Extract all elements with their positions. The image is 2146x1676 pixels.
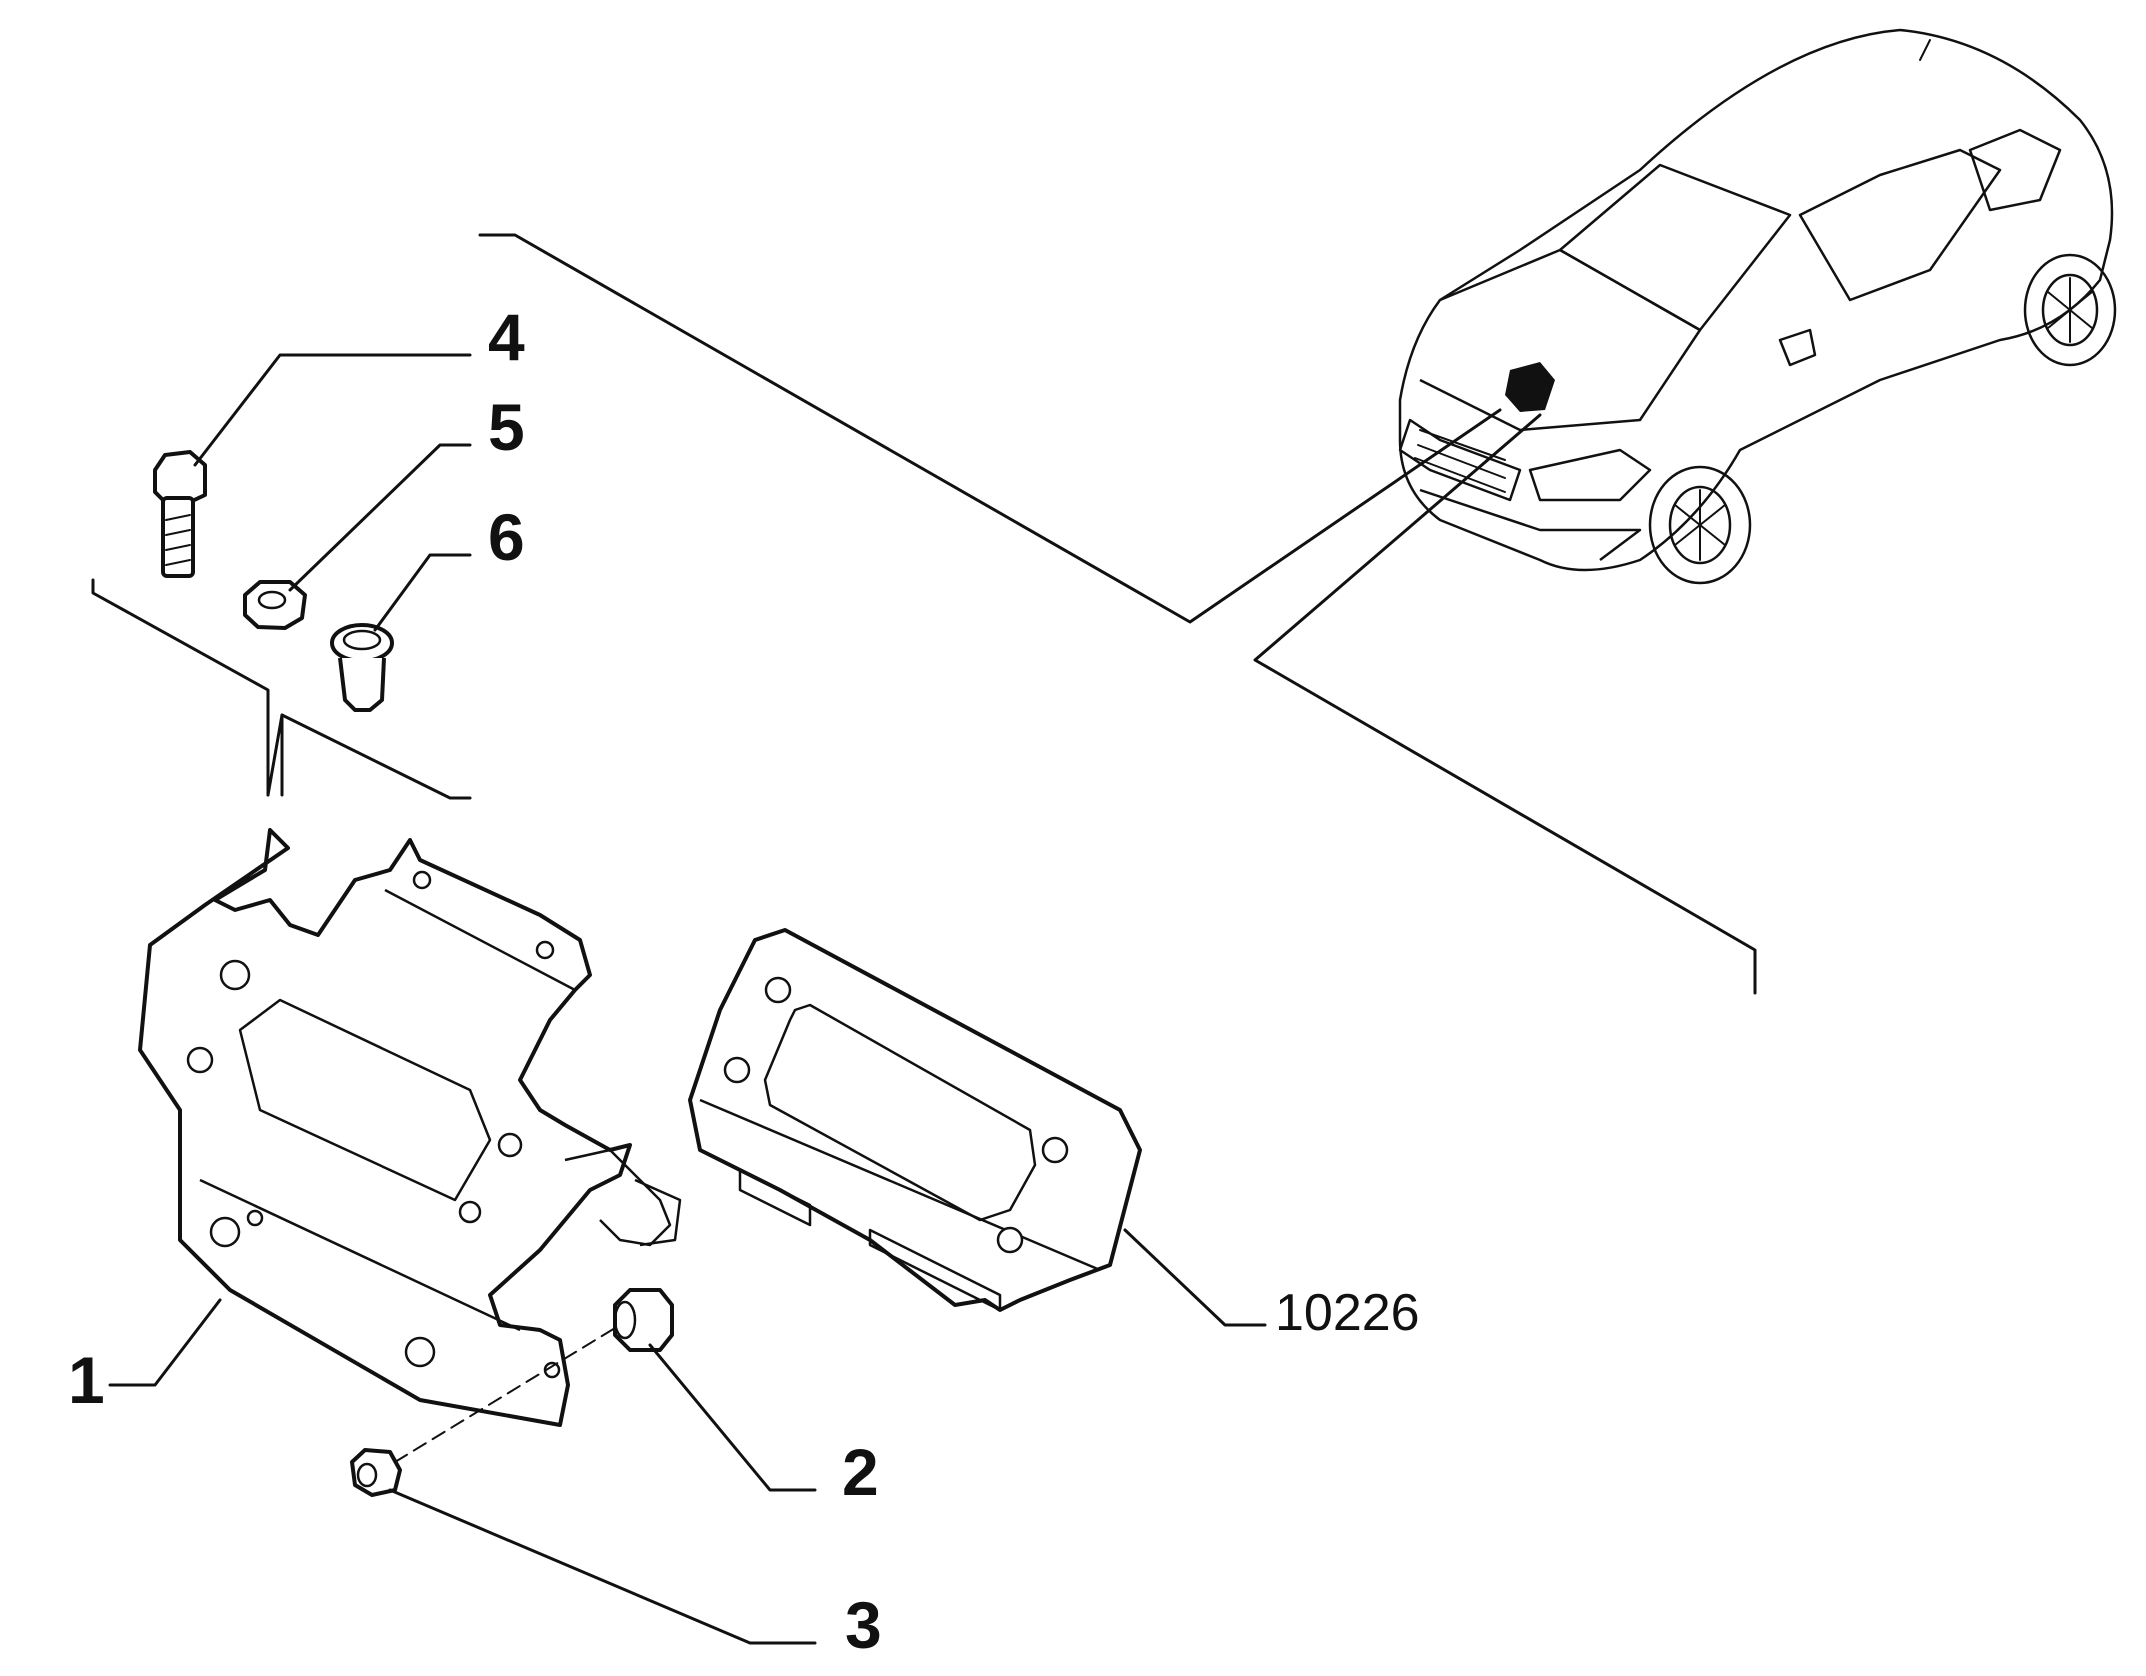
component-location-icon — [1505, 362, 1555, 412]
nut-part[interactable] — [350, 1448, 402, 1497]
car-illustration — [1398, 28, 2117, 585]
control-unit-part[interactable] — [688, 928, 1142, 1312]
callout-10226: 10226 — [1275, 1284, 1420, 1342]
grommet-part[interactable] — [613, 1288, 674, 1352]
assembly-leader-lines — [91, 233, 1757, 995]
callout-5: 5 — [488, 390, 525, 464]
rear-wheel-icon — [2023, 253, 2117, 367]
callout-2: 2 — [842, 1435, 879, 1509]
assembly-axis-line — [394, 1324, 621, 1463]
callout-leaders — [108, 353, 1267, 1645]
bolt-part[interactable] — [153, 450, 207, 578]
callout-4: 4 — [488, 300, 525, 374]
washer-nut-part[interactable] — [243, 580, 307, 630]
rivet-nut-part[interactable] — [330, 623, 394, 712]
callout-1: 1 — [68, 1343, 105, 1417]
callout-6: 6 — [488, 500, 525, 574]
front-wheel-icon — [1648, 465, 1752, 585]
callout-3: 3 — [845, 1588, 882, 1662]
bracket-part[interactable] — [138, 828, 682, 1427]
